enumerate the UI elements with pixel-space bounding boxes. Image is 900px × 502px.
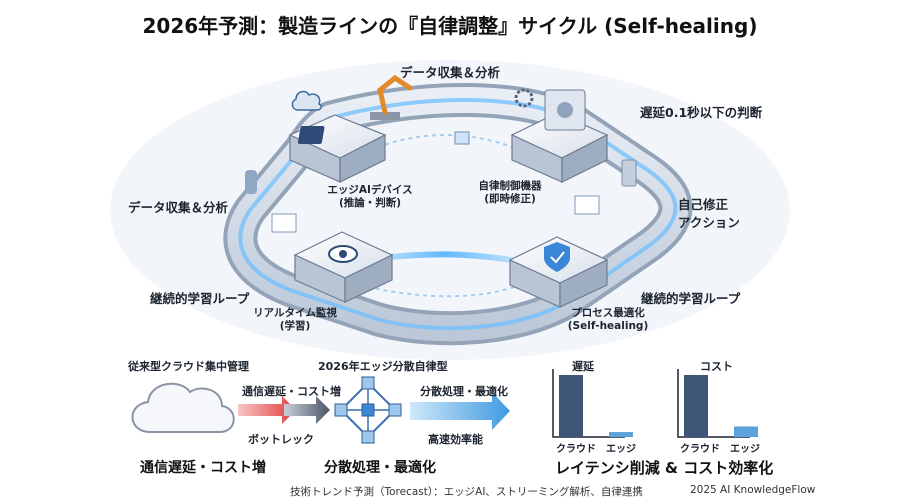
node-monitor-sub: (学習) bbox=[279, 320, 311, 332]
chart-axis bbox=[677, 369, 750, 438]
edge-caption: 分散処理・最適化 bbox=[324, 460, 436, 476]
label-learning-loop-right: 継続的学習ループ bbox=[641, 291, 741, 306]
edge-arrow-bottom-label: 高速効率能 bbox=[428, 433, 483, 446]
node-process bbox=[508, 236, 609, 308]
legacy-title: 従来型クラウド集中管理 bbox=[128, 360, 249, 373]
footer-brand: 2025 AI KnowledgeFlow bbox=[690, 484, 816, 496]
data-cube-icon bbox=[454, 131, 470, 145]
node-monitor-title: リアルタイム監視 bbox=[253, 307, 337, 319]
chart-bar-クラウド bbox=[559, 375, 583, 437]
chart-latency-cat-cloud: クラウド bbox=[556, 444, 596, 455]
legacy-arrow-label: 通信遅延・コスト増 bbox=[242, 385, 341, 398]
chart-cost-title: コスト bbox=[700, 360, 733, 373]
bottleneck-label: ボットレック bbox=[248, 433, 314, 446]
bottleneck-arrow bbox=[238, 396, 330, 424]
shield-icon bbox=[544, 242, 570, 272]
node-process-title: プロセス最適化 bbox=[571, 307, 645, 319]
chart-cost-cat-cloud: クラウド bbox=[680, 444, 720, 455]
label-top-data-collection: データ収集＆分析 bbox=[400, 65, 501, 80]
node-edge-ai bbox=[288, 114, 387, 183]
node-controller-title: 自律制御機器 bbox=[478, 180, 542, 192]
chart-axis bbox=[552, 369, 625, 438]
label-latency: 遅延0.1秒以下の判断 bbox=[640, 105, 763, 120]
chart-bar-エッジ bbox=[609, 432, 633, 437]
conveyor-belt bbox=[223, 83, 693, 346]
chart-cost-cat-edge: エッジ bbox=[730, 444, 760, 455]
node-controller-sub: (即時修正) bbox=[484, 193, 536, 205]
chart-latency-cat-edge: エッジ bbox=[606, 444, 636, 455]
node-controller bbox=[510, 89, 609, 183]
cloud-upload-icon bbox=[291, 90, 322, 111]
edge-arrow-top-label: 分散処理・最適化 bbox=[420, 385, 508, 398]
node-monitor bbox=[293, 231, 394, 303]
label-learning-loop-left: 継続的学習ループ bbox=[150, 291, 250, 306]
distributed-arrow bbox=[410, 392, 510, 430]
node-edge-ai-sub: (推論・判断) bbox=[338, 197, 402, 209]
label-left-data-collection: データ収集＆分析 bbox=[128, 200, 229, 215]
robot-arm-icon bbox=[370, 74, 413, 120]
gear-icon bbox=[514, 88, 534, 108]
chart-latency-title: 遅延 bbox=[572, 360, 594, 373]
edge-title: 2026年エッジ分散自律型 bbox=[318, 360, 448, 373]
footer-note: 技術トレンド予測（Torecast）：エッジAI、ストリーミング解析、自律連携 bbox=[290, 486, 643, 498]
sensor-icon bbox=[245, 159, 637, 194]
chip-icon bbox=[297, 126, 325, 144]
label-self-correction: 自己修正 アクション bbox=[678, 197, 740, 230]
comparison-charts bbox=[552, 369, 758, 438]
eye-icon bbox=[328, 245, 358, 263]
node-process-sub: (Self-healing) bbox=[567, 320, 649, 332]
chart-bar-エッジ bbox=[734, 426, 758, 437]
edge-network-icon bbox=[334, 376, 402, 444]
chart-bar-クラウド bbox=[684, 375, 708, 437]
document-icon bbox=[271, 195, 600, 233]
benefit-caption: レイテンシ削減 & コスト効率化 bbox=[555, 459, 774, 477]
page-title: 2026年予測：製造ラインの『自律調整』サイクル (Self-healing) bbox=[142, 14, 758, 38]
node-edge-ai-title: エッジAIデバイス bbox=[327, 184, 413, 196]
legacy-caption: 通信遅延・コスト増 bbox=[140, 460, 266, 476]
legacy-cloud-icon bbox=[131, 382, 235, 433]
